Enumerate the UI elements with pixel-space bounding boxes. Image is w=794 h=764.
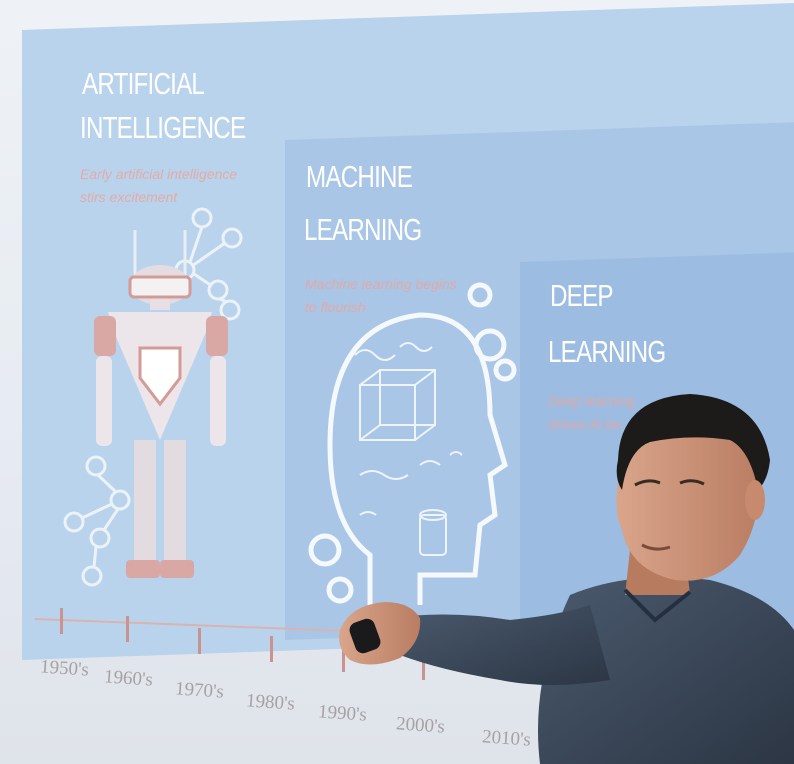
ml-subtitle-line2: to flourish	[305, 299, 366, 315]
ai-subtitle-line2: stirs excitement	[80, 189, 178, 205]
timeline-tick	[126, 616, 129, 642]
timeline-year-1950s: 1950's	[39, 656, 90, 681]
ml-subtitle-line1: Machine learning begins	[305, 276, 457, 292]
timeline-tick	[198, 628, 201, 654]
ml-title-line2: LEARNING	[304, 212, 422, 247]
timeline-year-1980s: 1980's	[245, 690, 296, 715]
timeline-year-1970s: 1970's	[174, 678, 225, 703]
dl-subtitle-line1: Deep learning	[548, 393, 636, 409]
dl-title-line1: DEEP	[550, 278, 614, 313]
head-brain-illustration	[308, 282, 517, 605]
timeline-tick	[60, 608, 63, 634]
dl-title-line2: LEARNING	[548, 334, 666, 369]
timeline-tick	[422, 654, 425, 680]
timeline-tick	[342, 646, 345, 672]
ai-title-line1: ARTIFICIAL	[82, 66, 205, 101]
presenter	[339, 394, 794, 764]
dl-subtitle-line2: drives AI bo	[548, 416, 622, 432]
timeline-tick	[270, 636, 273, 662]
ai-subtitle-line1: Early artificial intelligence	[80, 166, 238, 182]
timeline-year-1960s: 1960's	[103, 666, 154, 691]
robot-illustration	[63, 207, 243, 587]
ai-title-line2: INTELLIGENCE	[80, 110, 246, 145]
ml-title-line1: MACHINE	[306, 159, 413, 194]
